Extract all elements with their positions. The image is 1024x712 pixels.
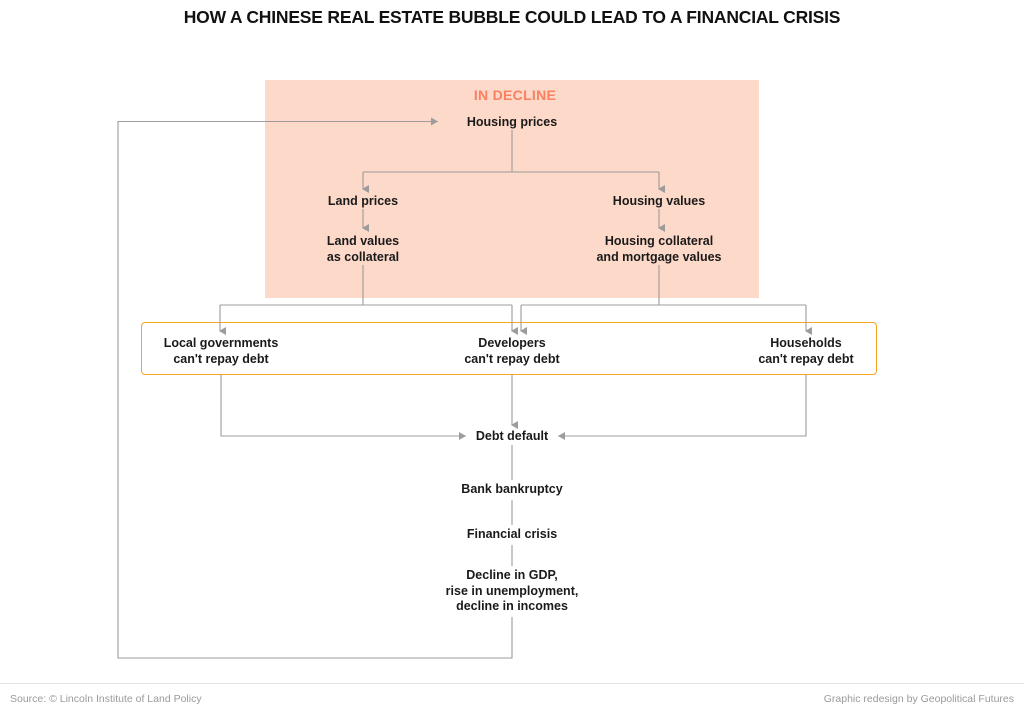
node-housing-collateral: Housing collateral and mortgage values <box>596 234 722 264</box>
node-housing-prices: Housing prices <box>466 115 558 129</box>
in-decline-region <box>265 80 759 298</box>
edge-housing-prices-split <box>363 130 659 189</box>
node-financial-crisis: Financial crisis <box>457 525 567 545</box>
edge-households-to-debt-default <box>558 375 807 440</box>
in-decline-label: IN DECLINE <box>473 87 557 103</box>
page-title: HOW A CHINESE REAL ESTATE BUBBLE COULD L… <box>183 7 841 27</box>
node-developers: Developers can't repay debt <box>464 336 560 366</box>
node-households: Households can't repay debt <box>758 336 854 366</box>
node-land-values: Land values as collateral <box>326 234 400 264</box>
credit-note: Graphic redesign by Geopolitical Futures <box>823 693 1014 705</box>
edge-local-governments-to-debt-default <box>220 375 466 440</box>
edge-feedback-loop <box>117 117 513 659</box>
node-local-governments: Local governments can't repay debt <box>163 336 279 366</box>
node-decline-gdp: Decline in GDP, rise in unemployment, de… <box>436 566 588 617</box>
node-debt-default: Debt default <box>466 429 558 445</box>
node-housing-values: Housing values <box>612 194 706 208</box>
node-bank-bankruptcy: Bank bankruptcy <box>452 480 572 500</box>
footer-divider <box>0 683 1024 684</box>
node-land-prices: Land prices <box>327 194 399 208</box>
source-note: Source: © Lincoln Institute of Land Poli… <box>10 693 202 705</box>
cant-repay-debt-region <box>141 322 877 375</box>
